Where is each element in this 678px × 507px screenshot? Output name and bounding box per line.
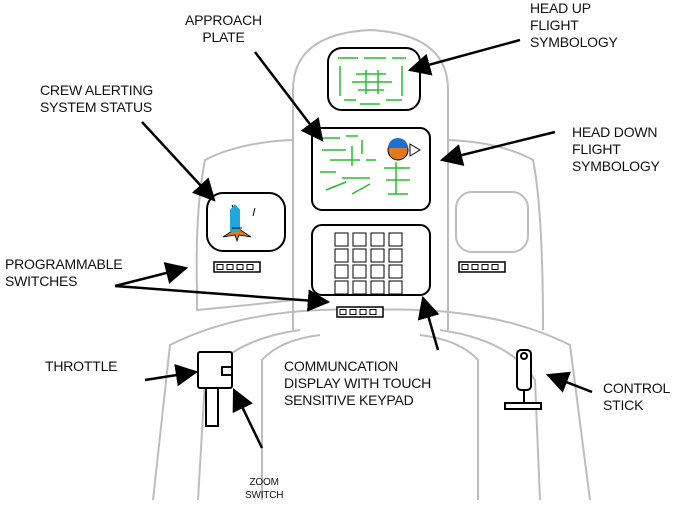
programmable-switch[interactable] [349,309,357,315]
programmable-switch[interactable] [481,264,489,270]
control-stick [504,349,542,410]
right-wing-panel [447,139,544,331]
programmable-switch[interactable] [461,264,469,270]
keypad-key[interactable] [352,248,367,263]
keypad-key[interactable] [352,232,367,247]
hdd-map-symbology [320,135,410,195]
arrow-communication [417,295,440,351]
label-communication: COMMUNCATION DISPLAY WITH TOUCH SENSITIV… [284,358,432,408]
callout-arrows [114,38,593,449]
programmable-switch[interactable] [369,309,377,315]
cas-screen [206,192,286,252]
keypad-key[interactable] [334,280,349,295]
lower-console-right [369,308,591,501]
stick-base [504,402,542,410]
zoom-switch [221,366,233,376]
arrow-programmable-center [114,284,331,312]
center-console-left [261,334,321,500]
center-panel [292,28,449,330]
arrow-control-stick [545,371,593,394]
programmable-switch[interactable] [471,264,479,270]
arrow-zoom-switch [232,387,264,449]
right-leg-area [439,329,541,501]
keypad-key[interactable] [388,264,403,279]
programmable-switch[interactable] [216,264,224,270]
throttle-shaft [205,387,219,427]
label-control-stick: CONTROL STICK [603,380,671,413]
head-up-display [327,47,421,111]
hdd-screen [311,127,431,211]
keypad-key[interactable] [370,280,385,295]
label-approach-plate: APPROACH PLATE [185,12,262,45]
hud-screen [327,47,421,111]
arrow-approach-plate [254,51,324,142]
programmable-switch[interactable] [226,264,234,270]
keypad-key[interactable] [370,264,385,279]
communication-display [311,224,431,296]
arrow-throttle [144,364,199,387]
throttle [197,351,233,427]
label-head-down: HEAD DOWN FLIGHT SYMBOLOGY [572,124,660,174]
keypad-key[interactable] [334,248,349,263]
programmable-switches-left[interactable] [213,261,261,273]
keypad-key[interactable] [352,264,367,279]
glareshield-curve [196,290,294,312]
arrow-head-up [407,38,521,76]
center-console-right [419,334,479,500]
label-programmable-switches: PROGRAMMABLE SWITCHES [5,256,123,289]
keypad-key[interactable] [370,232,385,247]
head-down-display [311,127,431,211]
keypad-key[interactable] [388,232,403,247]
programmable-switches-center[interactable] [336,306,384,318]
label-crew-alerting: CREW ALERTING SYSTEM STATUS [40,82,154,115]
keypad-key[interactable] [370,248,385,263]
keypad-key[interactable] [388,280,403,295]
crew-alerting-display [206,192,286,252]
label-head-up: HEAD UP FLIGHT SYMBOLOGY [530,0,618,50]
programmable-switch[interactable] [246,264,254,270]
right-screen [455,191,529,253]
keypad-key[interactable] [334,232,349,247]
programmable-switches-right[interactable] [458,261,506,273]
programmable-switch[interactable] [339,309,347,315]
left-wing-panel [195,139,294,291]
label-throttle: THROTTLE [45,358,118,374]
right-display [455,191,529,253]
keypad-key[interactable] [334,264,349,279]
programmable-switch[interactable] [236,264,244,270]
programmable-switch[interactable] [491,264,499,270]
keypad-key[interactable] [352,280,367,295]
arrow-programmable-left [114,262,189,288]
label-zoom-switch: ZOOM SWITCH [245,477,284,501]
arrow-head-down [439,130,556,167]
touch-keypad[interactable] [334,232,403,295]
programmable-switch[interactable] [359,309,367,315]
hud-symbology [338,57,406,105]
keypad-key[interactable] [388,248,403,263]
arrow-crew-alerting [141,121,216,202]
